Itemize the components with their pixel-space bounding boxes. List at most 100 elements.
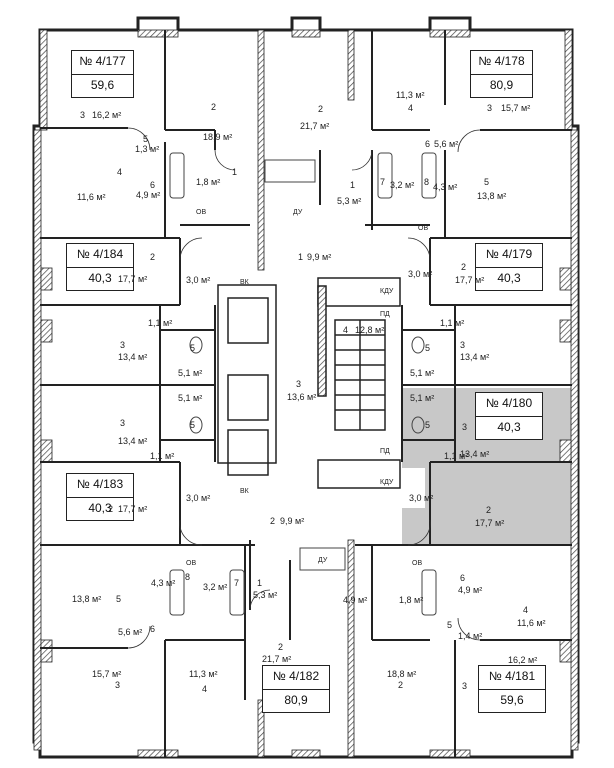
room-area: 1,1 м² [148, 318, 173, 328]
room-area: 4,9 м² [458, 585, 483, 595]
room-area: 3,0 м² [408, 269, 433, 279]
apartment-area: 40,3 [497, 420, 521, 434]
room-area: 13,6 м² [287, 392, 317, 402]
room-area: 21,7 м² [262, 654, 292, 664]
room-number: 3 [120, 340, 126, 350]
shaft-label-vk: ВК [240, 279, 249, 286]
apartment-tag-4-179: № 4/179 40,3 [475, 243, 543, 291]
fixtures [169, 152, 437, 616]
room-number: 5 [190, 343, 196, 353]
room-area: 15,7 м² [501, 103, 531, 113]
room-number: 3 [296, 379, 302, 389]
room-area: 9,9 м² [280, 516, 305, 526]
apartment-area: 59,6 [500, 693, 524, 707]
apartment-number: № 4/180 [485, 396, 533, 410]
apartment-area: 40,3 [88, 501, 112, 515]
apartment-area: 80,9 [284, 693, 308, 707]
room-number: 8 [185, 572, 191, 582]
room-area: 21,7 м² [300, 121, 330, 131]
apartment-tag-4-180: № 4/180 40,3 [475, 392, 543, 440]
room-number: 5 [447, 620, 453, 630]
room-number: 7 [380, 177, 386, 187]
room-area: 17,7 м² [118, 504, 148, 514]
apartment-tag-4-178: № 4/178 80,9 [470, 50, 533, 98]
room-area: 15,7 м² [92, 669, 122, 679]
room-number: 5 [425, 420, 431, 430]
room-area: 1,8 м² [399, 595, 424, 605]
room-area: 9,9 м² [307, 252, 332, 262]
room-number: 3 [460, 340, 466, 350]
shaft-label-du: ДУ [293, 209, 303, 216]
room-number: 2 [461, 262, 467, 272]
apartment-tag-4-181: № 4/181 59,6 [478, 665, 546, 713]
room-number: 3 [487, 103, 493, 113]
room-area: 11,3 м² [189, 669, 218, 679]
room-number: 1 [257, 578, 263, 588]
room-area: 13,4 м² [118, 436, 148, 446]
room-area: 3,0 м² [186, 493, 211, 503]
room-area: 17,7 м² [118, 274, 148, 284]
interior-walls [40, 30, 572, 757]
apartment-area: 40,3 [88, 271, 112, 285]
room-number: 4 [117, 167, 123, 177]
room-number: 3 [462, 422, 468, 432]
apartment-number: № 4/179 [485, 247, 533, 261]
room-number: 7 [234, 578, 240, 588]
room-area: 5,3 м² [337, 196, 362, 206]
room-area: 1,1 м² [150, 451, 175, 461]
room-area: 4,3 м² [433, 182, 458, 192]
apartment-number: № 4/182 [272, 669, 320, 683]
room-area: 13,4 м² [460, 352, 490, 362]
room-number: 2 [270, 516, 276, 526]
room-number: 3 [120, 418, 126, 428]
room-area: 3,0 м² [186, 275, 211, 285]
room-number: 2 [278, 642, 284, 652]
apartment-number: № 4/184 [76, 247, 124, 261]
room-number: 3 [462, 681, 468, 691]
room-number: 2 [150, 252, 156, 262]
room-number: 8 [424, 177, 430, 187]
room-number: 5 [116, 594, 122, 604]
room-number: 6 [150, 180, 156, 190]
shaft-label-kdu: КДУ [380, 479, 394, 486]
apartment-tag-4-184: № 4/184 40,3 [66, 243, 134, 291]
shaft-label-pd: ПД [380, 311, 390, 318]
room-area: 5,6 м² [118, 627, 143, 637]
room-area: 11,3 м² [396, 90, 425, 100]
room-area: 17,7 м² [475, 518, 505, 528]
room-number: 2 [211, 102, 217, 112]
room-area: 3,0 м² [409, 493, 434, 503]
room-number: 5 [143, 134, 149, 144]
room-number: 3 [115, 680, 121, 690]
room-number: 5 [484, 177, 490, 187]
room-area: 13,4 м² [460, 449, 490, 459]
room-number: 4 [408, 103, 414, 113]
door-swings [127, 127, 481, 649]
room-number: 4 [523, 605, 529, 615]
shaft-label-du: ДУ [318, 557, 328, 564]
room-area: 1,4 м² [458, 631, 483, 641]
apartment-area: 40,3 [497, 271, 521, 285]
room-area: 5,1 м² [178, 368, 203, 378]
room-area: 5,3 м² [253, 590, 278, 600]
room-number: 6 [425, 139, 431, 149]
room-area: 13,8 м² [72, 594, 102, 604]
shaft-label-pd: ПД [380, 448, 390, 455]
room-area: 5,1 м² [410, 393, 435, 403]
room-number: 4 [343, 325, 349, 335]
room-number: 5 [425, 343, 431, 353]
apartment-area: 59,6 [90, 78, 115, 92]
room-area: 5,1 м² [178, 393, 203, 403]
room-area: 1,1 м² [444, 451, 469, 461]
shaft-label-ov: ОВ [186, 560, 197, 567]
room-area: 5,6 м² [434, 139, 459, 149]
apartment-number: № 4/183 [76, 477, 124, 491]
room-area: 13,8 м² [477, 191, 507, 201]
room-area: 11,6 м² [77, 192, 106, 202]
elevator-core [217, 277, 401, 489]
shaft-label-ov: ОВ [418, 225, 429, 232]
room-number: 4 [202, 684, 208, 694]
room-number: 5 [190, 420, 196, 430]
room-number: 6 [150, 624, 156, 634]
room-number: 2 [486, 505, 492, 515]
